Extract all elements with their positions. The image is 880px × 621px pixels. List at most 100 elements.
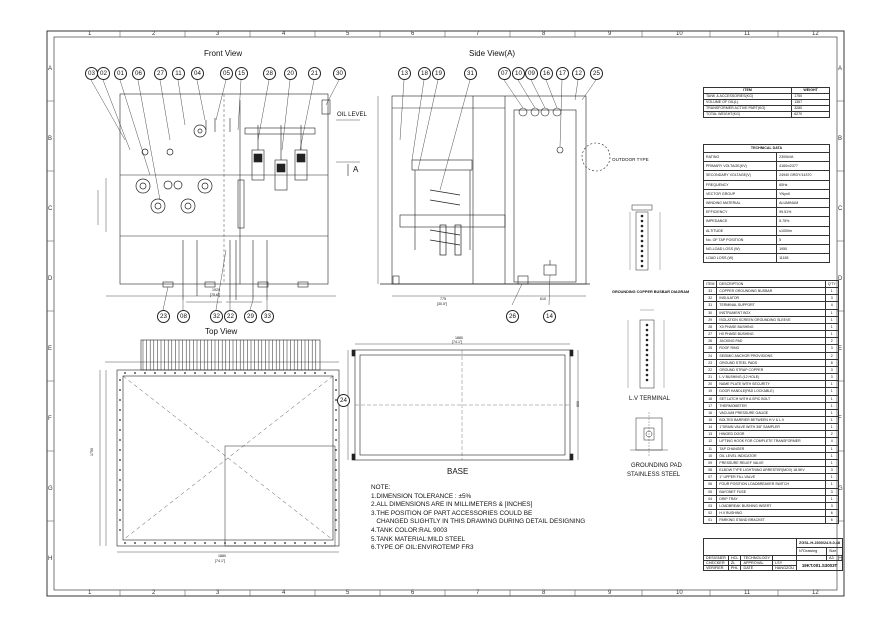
- callout-balloon: 11: [172, 67, 185, 80]
- parts-row-cell: 05: [702, 487, 718, 496]
- flange-bolt: [304, 542, 306, 544]
- technical-row-cell: NO-LOAD LOSS (W): [702, 244, 778, 255]
- flange-bolt: [264, 542, 266, 544]
- flange-bolt: [134, 372, 136, 374]
- flange-bolt: [224, 542, 226, 544]
- technical-row-cell: SECONDARY VOLTAGE(V): [702, 170, 778, 181]
- callout-balloon: 27: [154, 67, 167, 80]
- flange-bolt: [294, 542, 296, 544]
- flange-bolt: [119, 419, 121, 421]
- flange-bolt: [335, 429, 337, 431]
- flange-bolt: [119, 429, 121, 431]
- flange-bolt: [134, 542, 136, 544]
- technical-row-cell: 99.51%: [776, 207, 830, 218]
- parts-row-cell: 02: [702, 508, 718, 518]
- busbar-hole: [645, 373, 649, 377]
- parts-row-cell: 1: [824, 387, 840, 396]
- technical-row: LOAD LOSS (W)11165: [702, 253, 830, 264]
- flange-bolt: [119, 409, 121, 411]
- flange-bolt: [335, 439, 337, 441]
- parts-row-cell: 1: [824, 408, 840, 417]
- parts-row-cell: 18: [702, 394, 718, 403]
- parts-row-cell: 07: [702, 473, 718, 482]
- parts-row-cell: 1: [824, 473, 840, 482]
- busbar-hole: [640, 254, 644, 258]
- note-line: 5.TANK MATERIAL:MILD STEEL: [371, 535, 466, 543]
- busbar-hole: [645, 343, 649, 347]
- grid-column-label: 8: [542, 590, 546, 596]
- outdoor-type-label: OUTDOOR TYPE: [612, 157, 649, 162]
- parts-row-cell: 04: [702, 494, 718, 503]
- grid-column-label: 3: [216, 590, 220, 596]
- parts-row-cell: 1: [824, 330, 840, 339]
- parts-row-cell: 2: [824, 337, 840, 346]
- callout-balloon: 21: [308, 67, 321, 80]
- callout-balloon: 07: [498, 67, 511, 80]
- parts-row-cell: 1: [824, 444, 840, 453]
- parts-row-cell: 22: [702, 365, 718, 375]
- flange-bolt: [254, 372, 256, 374]
- flange-bolt: [335, 489, 337, 491]
- flange-bolt: [304, 372, 306, 374]
- flange-bolt: [335, 499, 337, 501]
- oil-level-label: OIL LEVEL: [337, 112, 367, 118]
- callout-balloon: 28: [263, 67, 276, 80]
- side-width-dim2: 610: [540, 297, 546, 301]
- flange-bolt: [214, 372, 216, 374]
- parts-row-cell: 2: [824, 351, 840, 360]
- flange-bolt: [214, 542, 216, 544]
- technical-row-cell: 60Hz: [776, 179, 830, 190]
- flange-bolt: [234, 372, 236, 374]
- parts-row-cell: 32: [702, 294, 718, 303]
- callout-balloon: 17: [556, 67, 569, 80]
- busbar-hole: [640, 249, 644, 253]
- top-height-dim: 1750: [90, 448, 94, 456]
- weight-row-cell: 6270: [791, 110, 830, 118]
- flange-bolt: [119, 439, 121, 441]
- grounding-pad-title: GROUNDING PAD: [631, 463, 682, 469]
- technical-title-row: TECHNICAL DATA: [703, 144, 830, 153]
- checker-label: CHECKER: [703, 560, 729, 566]
- grid-column-label: 12: [812, 590, 819, 596]
- flange-bolt: [119, 389, 121, 391]
- parts-row-cell: 3: [824, 466, 840, 475]
- flange-bolt: [314, 372, 316, 374]
- note-line: 4.TANK COLOR:RAL 9003: [371, 526, 448, 534]
- flange-bolt: [119, 509, 121, 511]
- flange-bolt: [119, 529, 121, 531]
- parts-row-cell: 1: [824, 423, 840, 432]
- parts-row-cell: DOOR HANDLE(PAD LOCKABLE): [716, 387, 826, 396]
- parts-row-cell: 1: [824, 315, 840, 324]
- grid-column-label: 5: [346, 31, 350, 37]
- parts-row-cell: 6: [824, 516, 840, 525]
- flange-bolt: [119, 449, 121, 451]
- technical-row-cell: ALTITUDE: [702, 225, 778, 236]
- technical-row-cell: 4160v/2377: [776, 161, 830, 172]
- size-label: Size: [825, 546, 844, 556]
- side-callout-leaders: [399, 79, 597, 306]
- callout-balloon: 33: [261, 310, 274, 323]
- parts-row-cell: 8: [824, 358, 840, 367]
- flange-bolt: [254, 542, 256, 544]
- callout-balloon: 05: [220, 67, 233, 80]
- lv-terminal-title: L.V TERMINAL: [629, 396, 670, 402]
- flange-bolt: [164, 372, 166, 374]
- flange-bolt: [284, 372, 286, 374]
- flange-bolt: [204, 372, 206, 374]
- weight-row: TOTAL WEIGHT(KG)6270: [702, 110, 830, 118]
- callout-balloon: 14: [543, 310, 556, 323]
- parts-row-cell: 3: [824, 365, 840, 375]
- grid-column-label: 1: [88, 590, 92, 596]
- date-label: DATE: [740, 565, 774, 571]
- flange-bolt: [119, 519, 121, 521]
